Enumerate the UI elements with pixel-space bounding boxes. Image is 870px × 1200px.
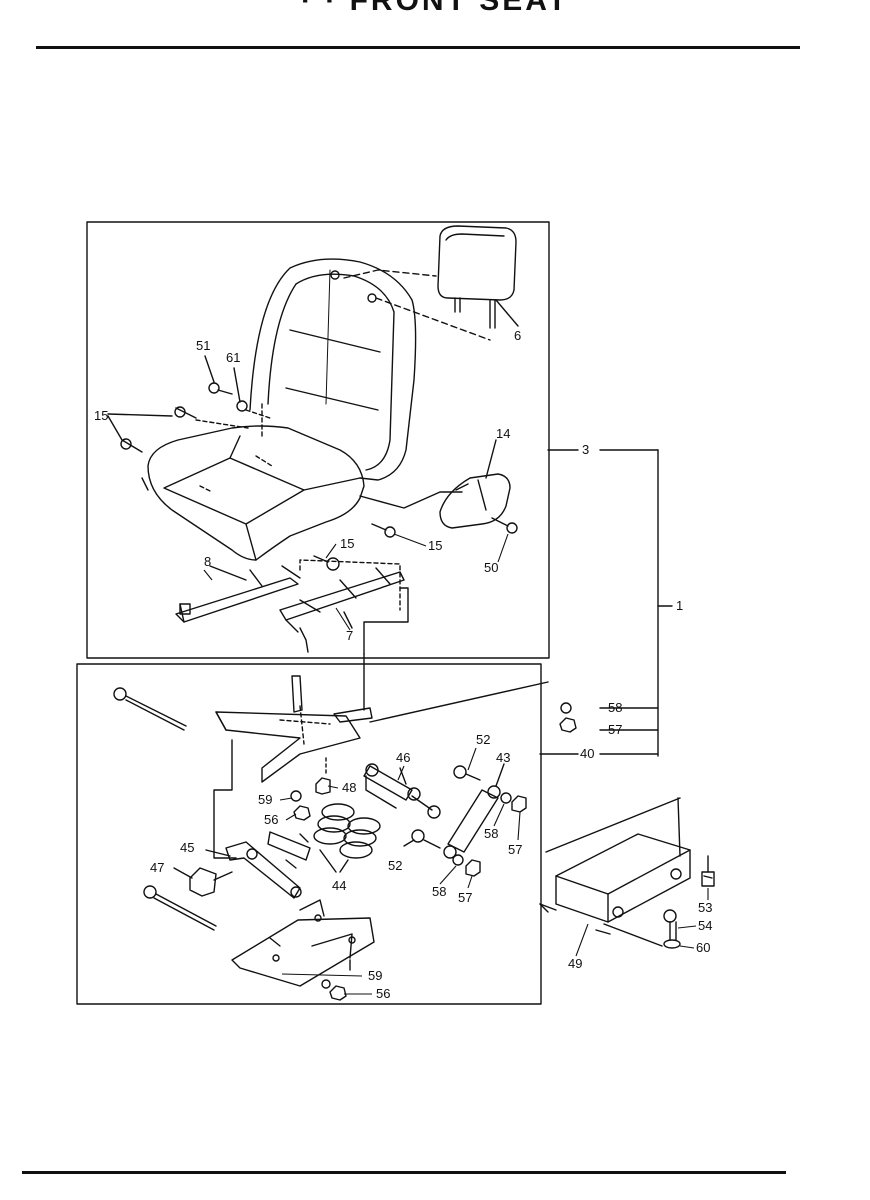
nut-56 xyxy=(293,805,311,821)
bolt-54 xyxy=(663,909,677,941)
label-57-b: 57 xyxy=(508,842,522,857)
label-48: 48 xyxy=(342,780,356,795)
label-45: 45 xyxy=(180,840,194,855)
lower-frame xyxy=(76,663,542,1005)
seat-rail-7 xyxy=(279,567,405,653)
nut-48 xyxy=(315,777,331,795)
label-14: 14 xyxy=(496,426,510,441)
label-47: 47 xyxy=(150,860,164,875)
washer-59-lower xyxy=(321,979,331,989)
bolt-52-upper xyxy=(453,765,481,781)
label-60: 60 xyxy=(696,940,710,955)
label-56-a: 56 xyxy=(264,812,278,827)
label-53: 53 xyxy=(698,900,712,915)
label-58-b: 58 xyxy=(484,826,498,841)
label-58-c: 58 xyxy=(432,884,446,899)
washer-58-lower xyxy=(452,854,464,866)
upper-frame xyxy=(86,221,550,659)
label-44: 44 xyxy=(332,878,346,893)
bolt-53 xyxy=(701,855,715,887)
long-bolt-lower xyxy=(143,885,217,931)
label-61: 61 xyxy=(226,350,240,365)
label-46: 46 xyxy=(396,750,410,765)
linkage-45 xyxy=(205,831,311,899)
page-title: · · FRONT SEAT xyxy=(300,0,570,17)
label-43: 43 xyxy=(496,750,510,765)
shock-43 xyxy=(443,763,505,859)
label-52-a: 52 xyxy=(476,732,490,747)
mounting-bracket-49 xyxy=(539,797,691,947)
bolt-51-washer-61 xyxy=(204,355,271,419)
label-59-a: 59 xyxy=(258,792,272,807)
long-bolt-upper xyxy=(113,687,187,731)
nut-57 xyxy=(559,717,577,733)
label-54: 54 xyxy=(698,918,712,933)
label-49: 49 xyxy=(568,956,582,971)
seat-back xyxy=(249,258,417,481)
bolt-15-side xyxy=(313,523,396,571)
bolt-50 xyxy=(491,517,518,534)
group-brackets xyxy=(369,449,673,757)
nut-56-lower xyxy=(329,985,347,1001)
label-7: 7 xyxy=(346,628,353,643)
bolt-52-lower xyxy=(403,829,441,849)
knob-47 xyxy=(173,867,233,897)
springs-44 xyxy=(313,803,381,873)
seat-cushion xyxy=(141,425,365,561)
label-15-b: 15 xyxy=(340,536,354,551)
header-rule xyxy=(36,46,800,49)
washer-60 xyxy=(663,939,681,949)
label-56-b: 56 xyxy=(376,986,390,1001)
label-15-c: 15 xyxy=(428,538,442,553)
nut-57-lower xyxy=(465,859,481,877)
recliner-lever xyxy=(439,473,511,529)
label-40: 40 xyxy=(580,746,594,761)
nut-57-mid xyxy=(511,795,527,813)
label-15-a: 15 xyxy=(94,408,108,423)
label-6: 6 xyxy=(514,328,521,343)
shock-46 xyxy=(363,763,441,819)
label-58-a: 58 xyxy=(608,700,622,715)
label-8: 8 xyxy=(204,554,211,569)
label-51: 51 xyxy=(196,338,210,353)
label-57-c: 57 xyxy=(458,890,472,905)
label-52-b: 52 xyxy=(388,858,402,873)
label-3: 3 xyxy=(582,442,589,457)
label-50: 50 xyxy=(484,560,498,575)
label-1: 1 xyxy=(676,598,683,613)
headrest xyxy=(437,225,519,329)
suspension-upper-bracket xyxy=(213,675,373,859)
washer-58-mid xyxy=(500,792,512,804)
washer-58 xyxy=(560,702,572,714)
bolt-15-left xyxy=(107,406,249,453)
label-57-a: 57 xyxy=(608,722,622,737)
footer-rule xyxy=(22,1171,786,1174)
washer-59 xyxy=(290,790,302,802)
label-59-b: 59 xyxy=(368,968,382,983)
suspension-base-plate xyxy=(231,899,375,987)
seat-rail-8 xyxy=(175,565,301,623)
